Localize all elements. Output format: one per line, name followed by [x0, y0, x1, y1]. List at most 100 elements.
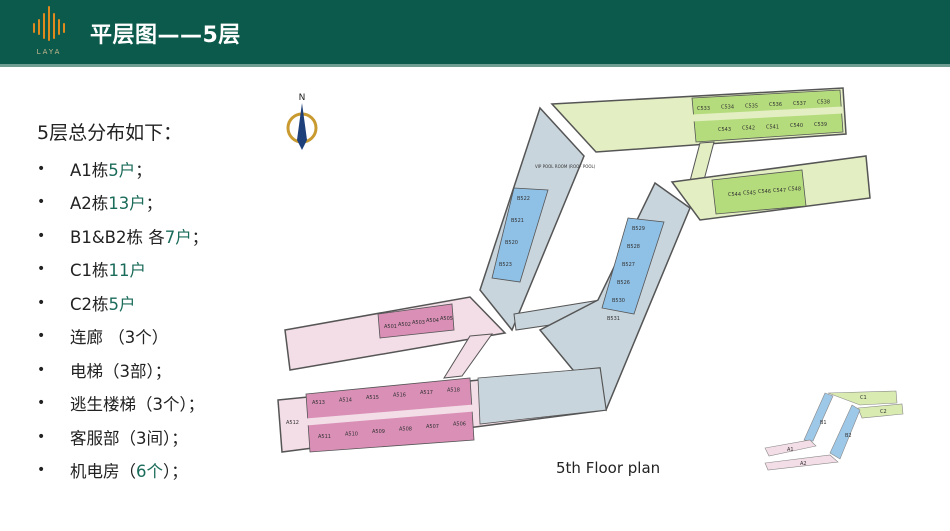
- unit-label: A507: [426, 424, 439, 430]
- item-suffix: ；: [191, 227, 209, 247]
- unit-label: A501: [384, 324, 397, 330]
- unit-label: A509: [372, 429, 385, 435]
- logo-text: LAYA: [37, 48, 62, 56]
- list-item: •A2栋 13户；: [37, 186, 208, 220]
- laya-logo: LAYA: [33, 6, 65, 56]
- unit-label: A503: [412, 320, 425, 326]
- page-title: 平层图——5层: [90, 23, 241, 48]
- svg-text:C1: C1: [860, 395, 867, 401]
- bullet: •: [37, 462, 46, 479]
- item-count: 7户: [164, 227, 192, 247]
- unit-label: B522: [517, 196, 530, 202]
- unit-label: C544: [728, 192, 741, 198]
- unit-label: A511: [318, 434, 331, 440]
- list-item: •C2栋 5户: [37, 286, 208, 320]
- unit-label: A512: [286, 420, 299, 426]
- unit-label: B526: [617, 280, 630, 286]
- item-text: A2栋: [70, 194, 109, 214]
- unit-label: B531: [607, 316, 620, 322]
- svg-text:B1: B1: [820, 420, 827, 426]
- unit-label: C538: [817, 100, 830, 106]
- list-item: • 机电房（6个）；: [37, 454, 208, 488]
- item-count: 6个: [136, 462, 163, 482]
- unit-label: A504: [426, 318, 439, 324]
- bullet: •: [37, 227, 46, 244]
- corridor-a1-a2: [443, 333, 494, 379]
- unit-label: B523: [499, 262, 512, 268]
- list-item: • C1栋 11户: [37, 253, 208, 287]
- corridor-c1-c2: [689, 141, 715, 182]
- unit-label: B521: [511, 218, 524, 224]
- unit-label: A515: [366, 395, 379, 401]
- item-text: 电梯（3部）；: [70, 361, 172, 381]
- key-map: C1 C2 B1 B2 A1 A2: [764, 390, 904, 471]
- unit-label: A518: [447, 388, 460, 394]
- svg-text:A2: A2: [800, 461, 807, 467]
- unit-label: C539: [814, 122, 827, 128]
- unit-label: C542: [742, 126, 755, 132]
- unit-label: C534: [721, 105, 734, 111]
- unit-label: B528: [627, 244, 640, 250]
- unit-label: A505: [440, 316, 453, 322]
- item-text: A1栋: [70, 160, 109, 180]
- item-suffix: ）；: [163, 462, 188, 482]
- item-text: C1栋: [70, 261, 109, 281]
- svg-text:VIP POOL ROOM (ROOF POOL): VIP POOL ROOM (ROOF POOL): [535, 164, 596, 169]
- item-text: 机电房（: [70, 462, 136, 482]
- item-text: B1&B2栋 各: [70, 227, 165, 247]
- list-item: • 客服部（3间）；: [37, 420, 208, 454]
- north-compass-icon: N: [286, 93, 318, 150]
- unit-label: A506: [453, 422, 466, 428]
- unit-label: B527: [622, 262, 635, 268]
- intro-text: 5层总分布如下：: [37, 122, 183, 144]
- svg-text:A1: A1: [787, 447, 794, 453]
- unit-label: A508: [399, 427, 412, 433]
- item-text: 客服部（3间）；: [70, 428, 188, 448]
- unit-label: C545: [743, 191, 756, 197]
- item-text: 逃生楼梯（3个）；: [70, 395, 205, 415]
- item-count: 5户: [108, 160, 136, 180]
- item-suffix: ；: [135, 160, 152, 180]
- unit-label: A514: [339, 398, 352, 404]
- unit-label: C543: [718, 127, 731, 133]
- unit-label: B529: [632, 226, 645, 232]
- unit-label: C548: [788, 186, 801, 192]
- item-text: 连廊 （3个）: [70, 328, 169, 348]
- item-count: 13户: [108, 194, 146, 214]
- bullet: •: [37, 261, 46, 278]
- bullet: •: [37, 428, 46, 445]
- item-count: 5户: [108, 294, 136, 314]
- unit-label: C547: [773, 188, 786, 194]
- bullet: •: [37, 328, 46, 345]
- svg-text:N: N: [299, 93, 306, 103]
- header-bar: LAYA 平层图——5层: [0, 0, 950, 64]
- unit-label: A502: [398, 322, 411, 328]
- unit-label: B520: [505, 240, 518, 246]
- bullet: •: [37, 395, 46, 412]
- item-text: C2栋: [70, 294, 109, 314]
- unit-label: B530: [612, 298, 625, 304]
- bullet: •: [37, 361, 46, 378]
- unit-label: A513: [312, 400, 325, 406]
- bullet: •: [37, 160, 46, 177]
- list-item: • 连廊 （3个）: [37, 320, 208, 354]
- unit-label: C541: [766, 124, 779, 130]
- svg-text:B2: B2: [845, 433, 852, 439]
- unit-label: C537: [793, 101, 806, 107]
- header-divider: [0, 64, 950, 67]
- unit-label: C536: [769, 102, 782, 108]
- list-item: • A1栋 5户；: [37, 152, 208, 186]
- unit-label: C546: [758, 189, 771, 195]
- unit-label: A517: [420, 390, 433, 396]
- unit-label: C535: [745, 103, 758, 109]
- item-count: 11户: [108, 261, 147, 281]
- svg-text:C2: C2: [880, 409, 887, 415]
- list-item: • 电梯（3部）；: [37, 353, 208, 387]
- floor-plan-caption: 5th Floor plan: [556, 459, 661, 477]
- unit-label: A510: [345, 432, 358, 438]
- item-suffix: ；: [145, 194, 163, 214]
- unit-label: C540: [790, 123, 803, 129]
- unit-label: A516: [393, 393, 406, 399]
